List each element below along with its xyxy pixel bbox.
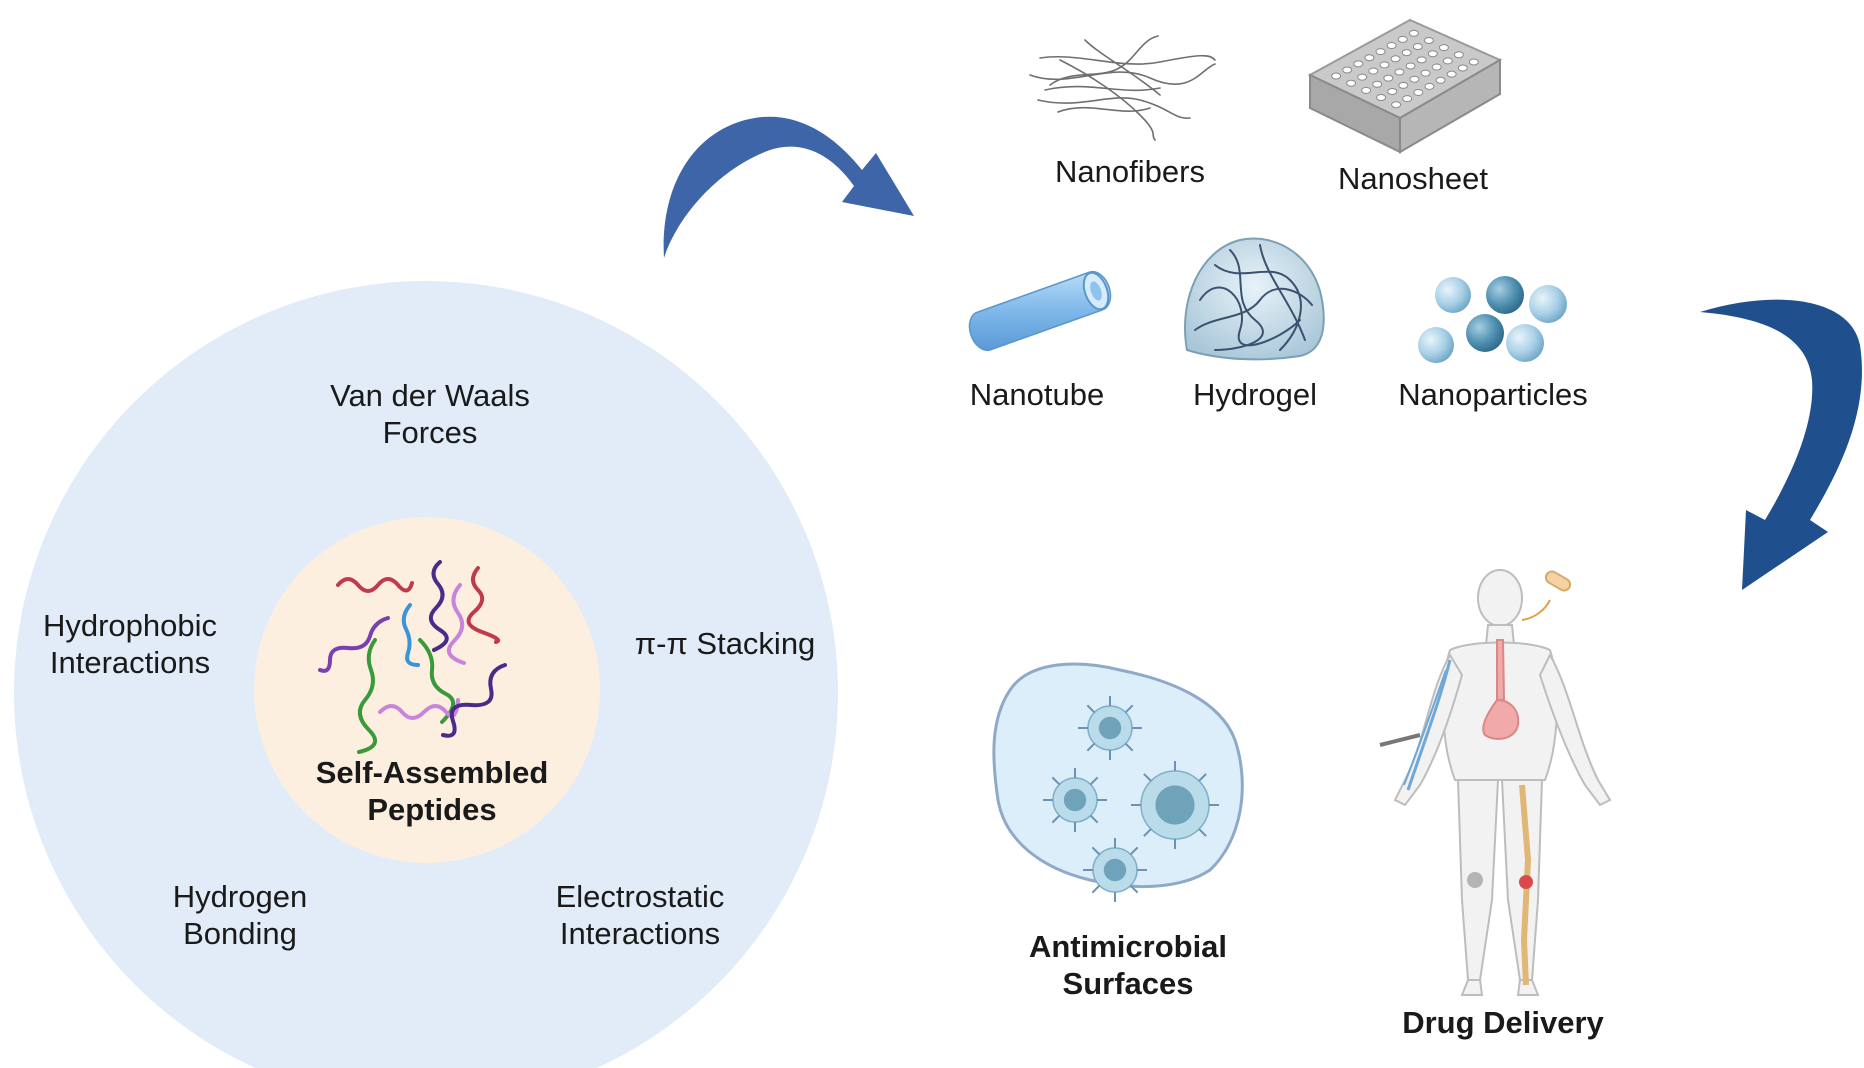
nanofibers-icon [1029,35,1216,141]
antimicrobial-cell-icon [992,662,1244,902]
label-hydrogel: Hydrogel [1192,377,1318,412]
hydrogel-icon [1184,237,1325,361]
immune-cell-icon [1078,696,1142,760]
immune-cell-icon [1131,761,1219,849]
immune-cell-icon [1043,768,1107,832]
arrow-to-nanostructures [663,116,914,259]
peptide-circle [254,517,600,863]
label-nanotube: Nanotube [969,377,1105,412]
label-van-der-waals: Van der Waals Forces [330,378,530,450]
label-nanosheet: Nanosheet [1338,161,1488,196]
nanotube-icon [968,270,1112,352]
arrow-to-applications [1700,299,1862,590]
nanoparticles-icon [1418,276,1567,363]
label-electrostatic: Electrostatic Interactions [555,879,725,951]
nanosheet-icon [1307,18,1503,154]
peptide-strands-icon [318,560,507,754]
label-self-assembled-peptides: Self-Assembled Peptides [315,755,549,827]
label-hydrogen-bonding: Hydrogen Bonding [172,879,308,951]
label-drug-delivery: Drug Delivery [1402,1005,1604,1040]
human-body-icon [1379,569,1612,996]
immune-cell-icon [1083,838,1147,902]
label-nanoparticles: Nanoparticles [1398,377,1588,412]
label-nanofibers: Nanofibers [1055,154,1205,189]
label-pi-stacking: π-π Stacking [634,626,816,661]
label-hydrophobic: Hydrophobic Interactions [42,608,218,680]
label-antimicrobial-surfaces: Antimicrobial Surfaces [1028,929,1228,1001]
